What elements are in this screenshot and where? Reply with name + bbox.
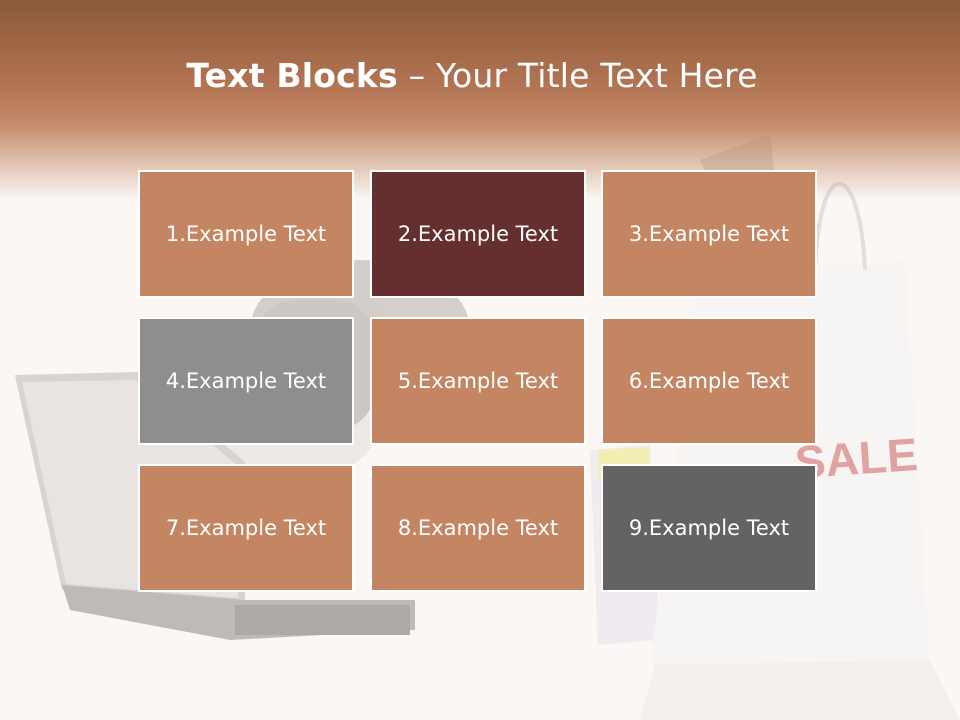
title-bold: Text Blocks [186, 56, 398, 95]
title-dash: – [397, 56, 436, 95]
text-block-1[interactable]: 1.Example Text [138, 170, 354, 298]
text-block-3[interactable]: 3.Example Text [601, 170, 817, 298]
text-block-2[interactable]: 2.Example Text [370, 170, 586, 298]
text-block-4[interactable]: 4.Example Text [138, 317, 354, 445]
text-block-6[interactable]: 6.Example Text [601, 317, 817, 445]
text-block-9[interactable]: 9.Example Text [601, 464, 817, 592]
slide-title: Text Blocks – Your Title Text Here [0, 56, 944, 95]
header-band [0, 0, 960, 200]
text-block-7[interactable]: 7.Example Text [138, 464, 354, 592]
title-rest: Your Title Text Here [435, 56, 758, 95]
text-block-8[interactable]: 8.Example Text [370, 464, 586, 592]
text-block-5[interactable]: 5.Example Text [370, 317, 586, 445]
